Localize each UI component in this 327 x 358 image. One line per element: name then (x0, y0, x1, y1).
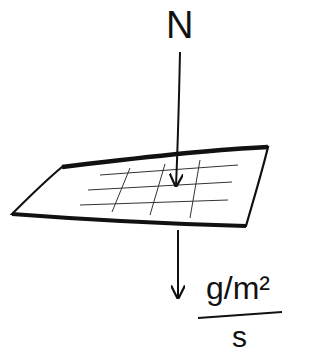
unit-label: g/m² (206, 272, 270, 304)
fraction-bar (198, 312, 282, 318)
unit-label: s (232, 322, 247, 352)
force-arrow (176, 52, 180, 186)
force-label: N (166, 6, 193, 44)
sheet-outline (12, 147, 268, 226)
flow-arrow (177, 230, 179, 298)
sheet-edge (12, 214, 246, 226)
grid-lines (80, 160, 238, 218)
